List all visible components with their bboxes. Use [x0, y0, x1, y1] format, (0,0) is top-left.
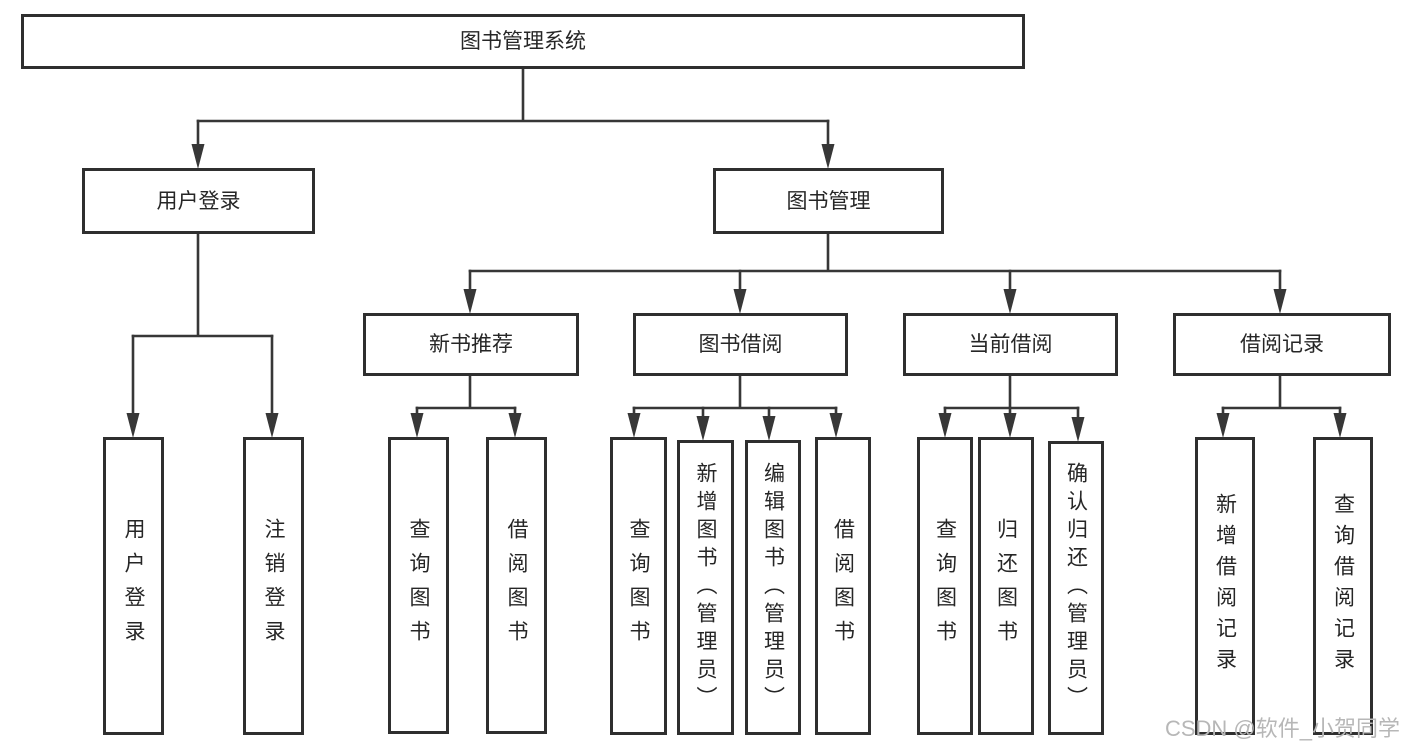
- leaf-borrow-book: 借阅图书: [815, 437, 871, 735]
- node-borrow-records-label: 借阅记录: [1240, 333, 1324, 356]
- leaf-query-book-current-label: 查询图书: [933, 518, 957, 654]
- node-book-borrow: 图书借阅: [633, 313, 848, 376]
- leaf-query-book-rec-label: 查询图书: [407, 517, 430, 654]
- node-user-login: 用户登录: [82, 168, 315, 234]
- leaf-return-book-label: 归还图书: [994, 518, 1018, 654]
- node-borrow-records: 借阅记录: [1173, 313, 1391, 376]
- node-user-login-label: 用户登录: [156, 189, 241, 213]
- leaf-add-borrow-record: 新增借阅记录: [1195, 437, 1255, 735]
- leaf-query-book-rec: 查询图书: [388, 437, 449, 734]
- leaf-user-login: 用户登录: [103, 437, 164, 735]
- node-book-management: 图书管理: [713, 168, 944, 234]
- node-new-book-recommend: 新书推荐: [363, 313, 579, 376]
- node-library-system: 图书管理系统: [21, 14, 1025, 69]
- node-new-book-recommend-label: 新书推荐: [429, 333, 513, 356]
- leaf-add-book-admin-label: 新增图书（管理员）: [694, 461, 717, 714]
- leaf-query-borrow-record: 查询借阅记录: [1313, 437, 1373, 735]
- leaf-add-borrow-record-label: 新增借阅记录: [1213, 493, 1237, 679]
- leaf-query-book-current: 查询图书: [917, 437, 973, 735]
- leaf-add-book-admin: 新增图书（管理员）: [677, 440, 734, 735]
- leaf-logout: 注销登录: [243, 437, 304, 735]
- leaf-borrow-book-label: 借阅图书: [831, 518, 855, 654]
- leaf-logout-label: 注销登录: [262, 518, 285, 654]
- leaf-borrow-book-rec-label: 借阅图书: [505, 517, 528, 654]
- leaf-user-login-label: 用户登录: [122, 518, 145, 654]
- node-current-borrow: 当前借阅: [903, 313, 1118, 376]
- leaf-confirm-return-admin: 确认归还（管理员）: [1048, 441, 1104, 735]
- node-current-borrow-label: 当前借阅: [968, 333, 1053, 356]
- leaf-query-borrow-record-label: 查询借阅记录: [1331, 493, 1355, 679]
- node-library-system-label: 图书管理系统: [460, 30, 586, 53]
- leaf-edit-book-admin-label: 编辑图书（管理员）: [761, 461, 785, 714]
- leaf-return-book: 归还图书: [978, 437, 1034, 735]
- node-book-management-label: 图书管理: [786, 189, 871, 213]
- node-book-borrow-label: 图书借阅: [698, 333, 783, 356]
- csdn-watermark: CSDN @软件_小贺同学: [1164, 716, 1400, 741]
- leaf-borrow-book-rec: 借阅图书: [486, 437, 547, 734]
- leaf-query-book-borrow-label: 查询图书: [627, 518, 650, 654]
- leaf-query-book-borrow: 查询图书: [610, 437, 667, 735]
- leaf-edit-book-admin: 编辑图书（管理员）: [745, 440, 801, 735]
- leaf-confirm-return-admin-label: 确认归还（管理员）: [1064, 462, 1088, 714]
